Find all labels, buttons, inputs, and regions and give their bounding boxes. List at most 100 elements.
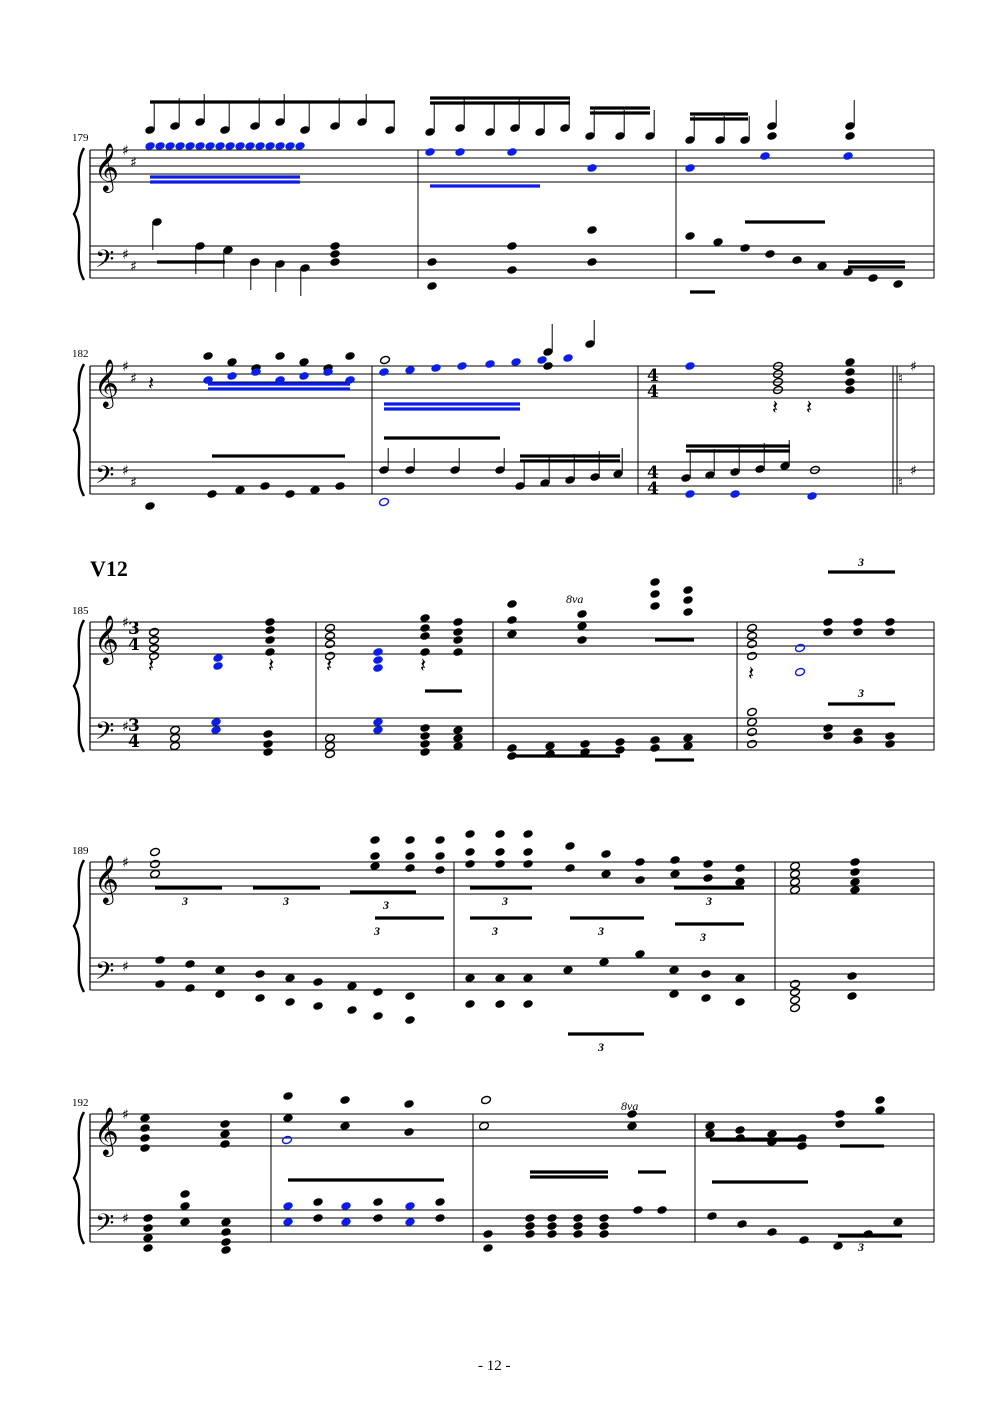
- notehead: [347, 982, 357, 990]
- notehead: [405, 864, 415, 872]
- notehead: [807, 492, 817, 500]
- notehead: [868, 274, 878, 282]
- notehead: [599, 1230, 609, 1238]
- notehead: [650, 744, 660, 752]
- notehead: [765, 250, 775, 258]
- notehead: [670, 856, 680, 864]
- note: [789, 995, 801, 1005]
- note: [615, 738, 625, 746]
- notehead: [735, 878, 745, 886]
- notehead: [843, 152, 853, 160]
- notehead: [379, 355, 391, 365]
- notehead: [845, 132, 855, 140]
- notehead: [313, 1002, 323, 1010]
- notehead: [245, 142, 255, 150]
- notehead: [255, 994, 265, 1002]
- notehead: [746, 623, 758, 633]
- notehead: [420, 624, 430, 632]
- notehead: [211, 726, 221, 734]
- note: [465, 974, 475, 982]
- note: [713, 238, 723, 246]
- notehead: [340, 1096, 350, 1104]
- notehead: [265, 626, 275, 634]
- note: [845, 386, 855, 394]
- note: [373, 1012, 383, 1020]
- sharp-icon: ♯: [122, 247, 129, 263]
- note: [799, 1236, 809, 1244]
- note: [457, 362, 467, 370]
- note: [563, 966, 573, 974]
- note: [563, 354, 573, 362]
- notehead: [453, 726, 463, 734]
- notehead: [145, 142, 155, 150]
- note: [685, 164, 695, 172]
- note: [705, 1130, 715, 1138]
- note: [627, 1110, 637, 1118]
- note: [265, 648, 275, 656]
- note: [313, 1214, 323, 1222]
- svg-text:3: 3: [705, 894, 712, 908]
- notehead: [635, 876, 645, 884]
- notehead: [220, 1120, 230, 1128]
- quarter-rest-icon: 𝄽: [748, 661, 754, 685]
- note: [148, 643, 160, 653]
- note: [797, 1142, 807, 1150]
- note: [683, 596, 693, 604]
- sharp-icon: ♯: [122, 1107, 129, 1123]
- note: [767, 1130, 777, 1138]
- note: [223, 246, 233, 278]
- note: [213, 654, 223, 662]
- note: [525, 1230, 535, 1238]
- note: [543, 362, 553, 370]
- note: [523, 1000, 533, 1008]
- sharp-icon: ♯: [910, 463, 917, 479]
- sharp-icon: ♯: [122, 1211, 129, 1227]
- note: [215, 966, 225, 974]
- note: [483, 1244, 493, 1252]
- note: [435, 852, 445, 860]
- note: [543, 324, 553, 356]
- notehead: [405, 1016, 415, 1024]
- note: [746, 739, 758, 749]
- notehead: [220, 1140, 230, 1148]
- note: [235, 142, 245, 150]
- note: [633, 1206, 643, 1214]
- note: [485, 360, 495, 368]
- note: [221, 1238, 231, 1246]
- note: [701, 994, 711, 1002]
- note: [772, 361, 784, 371]
- note: [627, 1122, 637, 1130]
- notehead: [789, 885, 801, 895]
- notehead: [169, 725, 181, 735]
- notehead: [885, 732, 895, 740]
- notehead: [295, 142, 305, 150]
- notehead: [809, 465, 821, 475]
- notehead: [633, 1206, 643, 1214]
- notehead: [703, 874, 713, 882]
- notehead: [789, 877, 801, 887]
- note: [324, 741, 336, 751]
- notehead: [313, 978, 323, 986]
- note: [772, 385, 784, 395]
- notehead: [169, 733, 181, 743]
- note: [650, 736, 660, 744]
- note: [330, 250, 340, 258]
- notehead: [283, 1114, 293, 1122]
- note: [735, 1126, 745, 1134]
- note: [507, 148, 517, 156]
- quarter-rest-icon: 𝄽: [268, 653, 274, 677]
- note: [313, 1198, 323, 1206]
- notehead: [373, 726, 383, 734]
- quarter-rest-icon: 𝄽: [148, 653, 154, 677]
- notehead: [789, 1003, 801, 1013]
- notehead: [373, 1214, 383, 1222]
- notehead: [155, 142, 165, 150]
- note: [525, 1214, 535, 1222]
- notehead: [843, 268, 853, 276]
- note: [730, 490, 740, 498]
- notehead: [324, 639, 336, 649]
- notehead: [370, 862, 380, 870]
- notehead: [345, 376, 355, 384]
- notehead: [483, 1230, 493, 1238]
- notehead: [148, 627, 160, 637]
